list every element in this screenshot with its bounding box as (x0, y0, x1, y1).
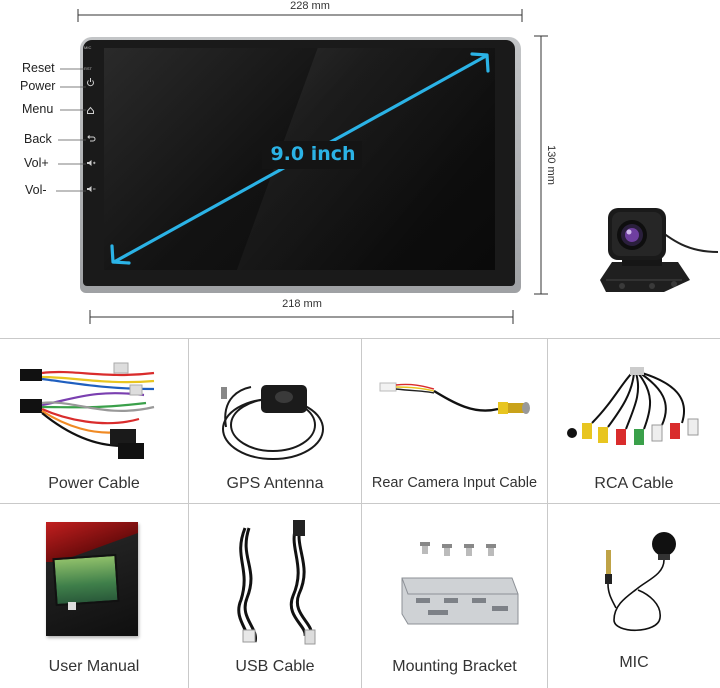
back-arrow-icon (87, 135, 96, 142)
mic-label: MIC (619, 654, 649, 671)
accessory-cell-user-manual: User Manual (0, 504, 188, 688)
diagonal-label-backdrop (262, 141, 362, 169)
grid-divider-middle (0, 503, 720, 504)
usb-cable-label: USB Cable (235, 658, 315, 675)
bottom-width-dimension: 218 mm (282, 298, 322, 310)
rear-camera-cable-image (379, 382, 530, 414)
height-dimension: 130 mm (543, 125, 557, 205)
rca-cable-label: RCA Cable (594, 475, 674, 492)
menu-label: Menu (22, 102, 54, 116)
user-manual-image (46, 522, 138, 636)
usb-cable-image (237, 520, 316, 645)
vol-up-label: Vol+ (24, 156, 49, 170)
power-cable-image (20, 362, 155, 459)
grid-divider-col3 (547, 338, 548, 688)
rear-camera-image (600, 208, 719, 292)
accessory-cell-mounting-bracket: Mounting Bracket (362, 504, 547, 688)
microphone-image (605, 532, 676, 631)
accessory-cell-rear-camera-cable: Rear Camera Input Cable (362, 339, 547, 503)
side-label-leaders (56, 68, 86, 192)
home-icon (87, 106, 94, 114)
accessory-cell-mic: MIC (548, 504, 720, 688)
reset-label: Reset (22, 61, 55, 75)
power-cable-label: Power Cable (48, 475, 140, 492)
reset-hole-label: RST (84, 66, 92, 71)
accessory-cell-usb-cable: USB Cable (189, 504, 361, 688)
accessory-cell-power-cable: Power Cable (0, 339, 188, 503)
power-icon (87, 78, 94, 87)
back-label: Back (24, 132, 52, 146)
accessory-cell-gps-antenna: GPS Antenna (189, 339, 361, 503)
product-dimension-diagram: 228 mm 218 mm 130 mm MIC RST (0, 0, 720, 338)
volume-up-icon (87, 160, 96, 166)
accessory-cell-rca-cable: RCA Cable (548, 339, 720, 503)
screen-size-label: 9.0 inch (270, 143, 356, 165)
grid-divider-col1 (188, 338, 189, 688)
power-label: Power (20, 79, 56, 93)
bezel-button-icons (87, 78, 96, 192)
grid-divider-top (0, 338, 720, 339)
vol-down-label: Vol- (25, 183, 47, 197)
grid-divider-col2 (361, 338, 362, 688)
volume-down-icon (87, 186, 96, 192)
mic-hole-label: MIC (84, 45, 92, 50)
dimension-lines (77, 9, 548, 324)
rca-cable-image (567, 367, 699, 445)
rear-camera-cable-label: Rear Camera Input Cable (371, 475, 538, 491)
mounting-bracket-image (401, 542, 519, 625)
gps-antenna-label: GPS Antenna (226, 475, 324, 492)
gps-antenna-image (221, 385, 324, 460)
user-manual-label: User Manual (48, 658, 140, 675)
top-width-dimension: 228 mm (270, 0, 350, 12)
mounting-bracket-label: Mounting Bracket (392, 658, 517, 675)
